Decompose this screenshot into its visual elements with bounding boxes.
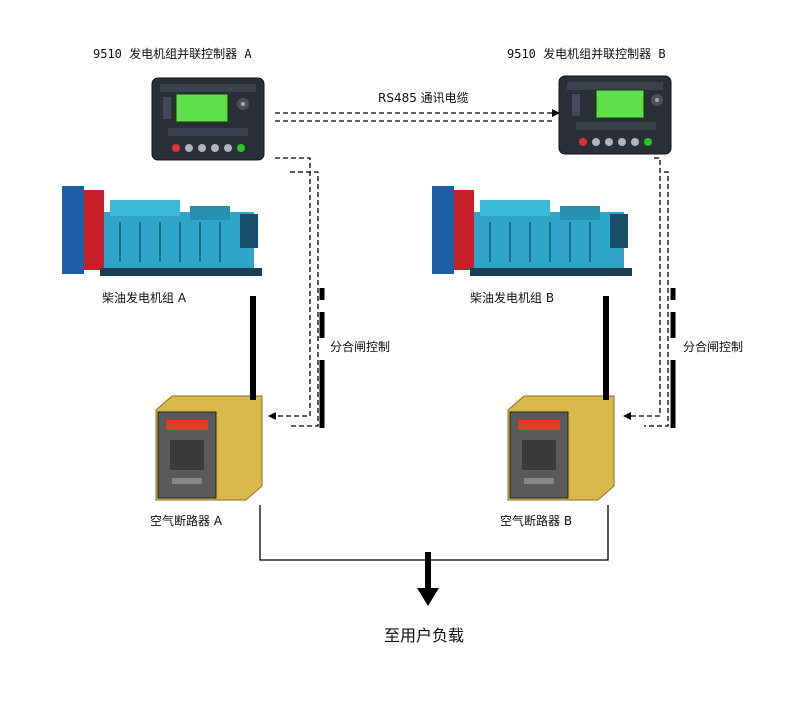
breaker-a [155,395,263,501]
switch-control-line-a [275,157,319,427]
load-bus [259,505,609,561]
load-label: 至用户负载 [384,626,464,645]
breaker-b-label: 空气断路器 B [500,513,572,528]
switch-control-arrow-a [268,412,276,420]
controller-b-label: 9510 发电机组并联控制器 B [507,46,666,61]
rs485-arrow [552,109,560,117]
generator-b-label: 柴油发电机组 B [470,290,554,305]
controller-a-label: 9510 发电机组并联控制器 A [93,46,252,61]
switch-control-a-label: 分合闸控制 [330,339,390,354]
controller-b [558,75,672,155]
breaker-a-label: 空气断路器 A [150,513,223,528]
rs485-label: RS485 通讯电缆 [378,91,469,105]
controller-a [151,77,265,161]
switch-control-arrow-b [623,412,631,420]
switch-control-line-b [630,157,669,427]
generator-b [432,186,632,276]
generator-a-label: 柴油发电机组 A [102,290,187,305]
breaker-b [507,395,615,501]
switch-control-b-label: 分合闸控制 [683,339,743,354]
load-arrow-head [417,588,439,606]
rs485-cable [275,112,552,122]
generator-a [62,186,262,276]
